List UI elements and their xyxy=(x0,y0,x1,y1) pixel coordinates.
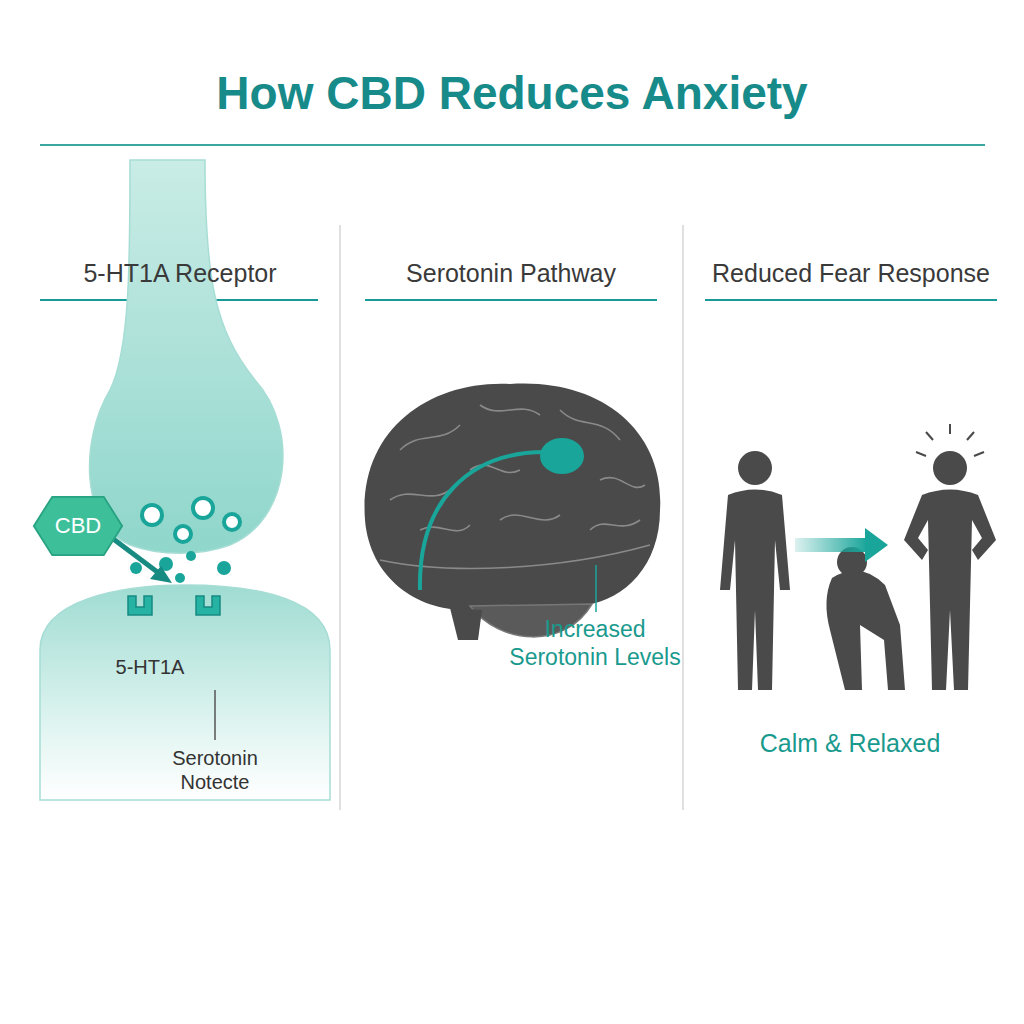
hexagon-outline xyxy=(34,497,122,555)
brain-gyri xyxy=(380,405,650,568)
raphe-nucleus xyxy=(540,438,584,474)
transition-arrowhead xyxy=(865,528,888,562)
panel-divider xyxy=(339,225,341,810)
crouching-figure xyxy=(826,547,905,690)
serotonin-molecules xyxy=(130,551,231,583)
pathway-label: Increased Serotonin Levels xyxy=(500,616,690,671)
cbd-hexagon: CBD xyxy=(32,495,124,557)
brainstem xyxy=(450,608,482,640)
binding-arrowhead xyxy=(150,566,172,583)
vesicles xyxy=(142,498,240,542)
postsynaptic-neuron xyxy=(40,585,330,800)
binding-arrow xyxy=(112,538,160,574)
leader-line xyxy=(214,690,216,740)
molecule-label: Serotonin Notecte xyxy=(140,746,290,794)
panel-divider xyxy=(682,225,684,810)
receptor-symbol xyxy=(128,596,220,615)
brain xyxy=(365,384,661,611)
presynaptic-terminal xyxy=(90,160,283,553)
panel-header: 5-HT1A Receptor xyxy=(30,258,330,288)
title: How CBD Reduces Anxiety xyxy=(0,66,1024,120)
calm-figure xyxy=(904,451,996,690)
outcome-label: Calm & Relaxed xyxy=(720,728,980,758)
header-underline xyxy=(365,299,657,301)
title-rule xyxy=(40,144,985,146)
alert-lines xyxy=(916,424,984,456)
leader-line xyxy=(595,565,597,612)
node-text: CBD xyxy=(55,513,101,539)
panel-header: Reduced Fear Response xyxy=(692,258,1010,288)
panel-header: Serotonin Pathway xyxy=(355,258,667,288)
anxious-figure xyxy=(720,451,790,690)
transition-arrow xyxy=(795,538,867,552)
receptor-label: 5-HT1A xyxy=(95,655,205,679)
header-underline xyxy=(705,299,997,301)
serotonin-pathway xyxy=(420,452,545,590)
